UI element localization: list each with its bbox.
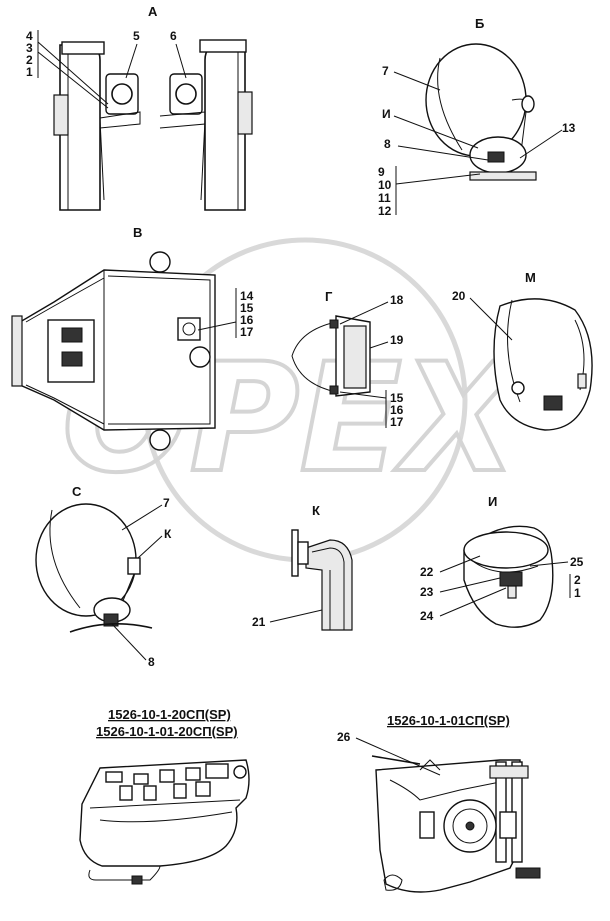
label-1b: 1 bbox=[574, 586, 581, 600]
label-k: К bbox=[164, 527, 172, 541]
label-14: 14 bbox=[240, 289, 254, 303]
view-m: М 20 bbox=[452, 270, 593, 431]
view-v-title: В bbox=[133, 225, 142, 240]
label-21: 21 bbox=[252, 615, 266, 629]
label-26: 26 bbox=[337, 730, 351, 744]
label-20: 20 bbox=[452, 289, 466, 303]
label-22: 22 bbox=[420, 565, 434, 579]
assembly-left-title-2: 1526-10-1-01-20СП(SP) bbox=[96, 724, 238, 739]
label-2b: 2 bbox=[574, 573, 581, 587]
label-25: 25 bbox=[570, 555, 584, 569]
view-b: Б 7 И 8 13 9 10 11 12 bbox=[378, 16, 576, 218]
label-15: 15 bbox=[240, 301, 254, 315]
view-g-title: Г bbox=[325, 289, 333, 304]
view-a-title: А bbox=[148, 4, 158, 19]
assembly-right: 1526-10-1-01СП(SP) 26 bbox=[337, 713, 541, 893]
view-a: А 4 3 2 1 5 6 bbox=[26, 4, 253, 211]
label-1: 1 bbox=[26, 65, 33, 79]
label-8: 8 bbox=[384, 137, 391, 151]
view-i: И 22 25 23 24 2 1 bbox=[420, 494, 584, 628]
label-3: 3 bbox=[26, 41, 33, 55]
label-6: 6 bbox=[170, 29, 177, 43]
view-m-title: М bbox=[525, 270, 536, 285]
view-k: К 21 bbox=[252, 503, 353, 631]
label-23: 23 bbox=[420, 585, 434, 599]
label-8b: 8 bbox=[148, 655, 155, 669]
view-b-title: Б bbox=[475, 16, 484, 31]
view-i-title: И bbox=[488, 494, 497, 509]
label-10: 10 bbox=[378, 178, 392, 192]
label-12: 12 bbox=[378, 204, 392, 218]
label-24: 24 bbox=[420, 609, 434, 623]
label-13: 13 bbox=[562, 121, 576, 135]
label-4: 4 bbox=[26, 29, 33, 43]
label-7b: 7 bbox=[163, 496, 170, 510]
view-s: С 7 К 8 bbox=[35, 484, 172, 669]
label-16b: 16 bbox=[390, 403, 404, 417]
view-k-title: К bbox=[312, 503, 320, 518]
view-s-title: С bbox=[72, 484, 82, 499]
label-15b: 15 bbox=[390, 391, 404, 405]
view-v: В 14 15 16 17 bbox=[11, 225, 254, 451]
label-11: 11 bbox=[378, 191, 391, 205]
label-16: 16 bbox=[240, 313, 254, 327]
assembly-left: 1526-10-1-20СП(SP) 1526-10-1-01-20СП(SP) bbox=[79, 707, 250, 885]
label-2: 2 bbox=[26, 53, 33, 67]
label-18: 18 bbox=[390, 293, 404, 307]
view-g: Г 18 19 15 16 17 bbox=[291, 289, 404, 429]
assembly-right-title: 1526-10-1-01СП(SP) bbox=[387, 713, 510, 728]
label-7: 7 bbox=[382, 64, 389, 78]
label-19: 19 bbox=[390, 333, 404, 347]
label-9: 9 bbox=[378, 165, 385, 179]
assembly-left-title-1: 1526-10-1-20СП(SP) bbox=[108, 707, 231, 722]
label-5: 5 bbox=[133, 29, 140, 43]
label-17: 17 bbox=[240, 325, 254, 339]
label-17b: 17 bbox=[390, 415, 404, 429]
label-i: И bbox=[382, 107, 391, 121]
